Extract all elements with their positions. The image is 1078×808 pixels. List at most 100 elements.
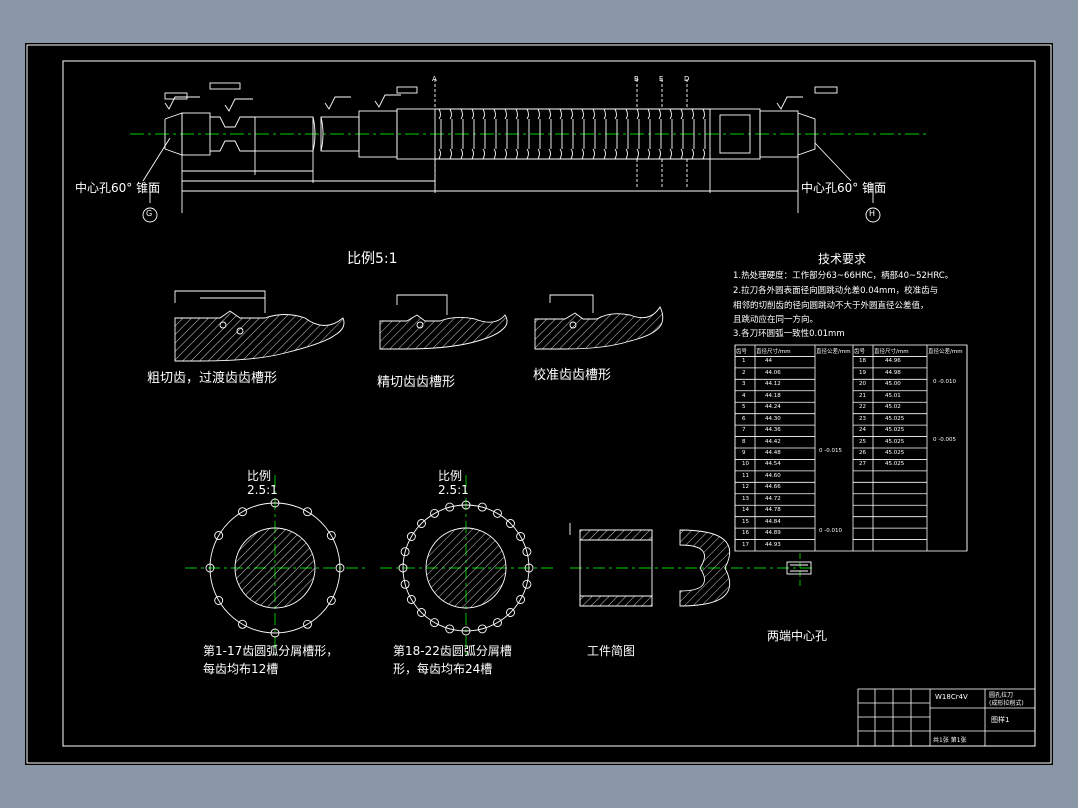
table-header: 直径公差/mm bbox=[816, 349, 851, 355]
chip-groove bbox=[406, 595, 416, 604]
cad-drawing bbox=[26, 44, 1052, 764]
table-cell: 45.025 bbox=[885, 438, 905, 445]
broach-teeth bbox=[438, 108, 706, 160]
center-hole-detail bbox=[786, 553, 812, 588]
table-cell: 11 bbox=[742, 472, 749, 479]
table-cell: 44.89 bbox=[765, 530, 781, 537]
chip-groove bbox=[303, 507, 312, 517]
view-h-label: H bbox=[869, 209, 876, 218]
table-cell: 44.54 bbox=[765, 461, 781, 468]
table-cell: 44.48 bbox=[765, 450, 781, 456]
title-material: W18Cr4V bbox=[935, 693, 968, 701]
table-cell: 45.025 bbox=[885, 427, 905, 434]
section2-caption-b: 形，每齿均布24槽 bbox=[393, 662, 493, 676]
tech-req-3: 3.各刀环圆弧一致性0.01mm bbox=[733, 329, 845, 339]
cross-section-2 bbox=[380, 475, 555, 655]
outer-frame bbox=[26, 44, 1052, 764]
chip-groove bbox=[477, 624, 487, 634]
tech-title: 技术要求 bbox=[818, 252, 867, 266]
table-cell: 22 bbox=[859, 404, 866, 411]
inner-frame bbox=[62, 60, 1036, 747]
chip-groove bbox=[205, 563, 215, 573]
table-cell: 17 bbox=[742, 541, 749, 548]
table-cell: 7 bbox=[742, 427, 746, 434]
chip-groove bbox=[522, 579, 532, 589]
table-tolerance: 0 -0.015 bbox=[819, 448, 842, 454]
chip-groove bbox=[270, 628, 280, 638]
section-d-label: D bbox=[684, 75, 690, 83]
tooth-rough-caption: 粗切齿，过渡齿齿槽形 bbox=[147, 371, 278, 386]
section-c-label: E bbox=[659, 75, 664, 83]
chip-groove bbox=[406, 532, 416, 541]
chip-groove bbox=[398, 563, 408, 573]
table-cell: 9 bbox=[742, 450, 746, 456]
table-tolerance: 0 -0.005 bbox=[933, 436, 956, 443]
chip-groove bbox=[417, 608, 426, 617]
chip-groove bbox=[430, 618, 439, 628]
center-hole-right-label: 中心孔60° 锥面 bbox=[801, 181, 887, 195]
chip-groove bbox=[493, 618, 502, 628]
table-cell: 19 bbox=[859, 369, 866, 376]
section1-caption-b: 每齿均布12槽 bbox=[203, 662, 279, 676]
chip-groove bbox=[326, 531, 336, 540]
center-holes-caption: 两端中心孔 bbox=[767, 629, 828, 643]
table-cell: 44 bbox=[765, 358, 772, 365]
table-cell: 44.60 bbox=[765, 472, 781, 479]
table-cell: 18 bbox=[859, 358, 866, 365]
table-cell: 44.96 bbox=[885, 358, 901, 365]
table-header: 直径公差/mm bbox=[928, 349, 963, 355]
table-cell: 45.025 bbox=[885, 450, 905, 456]
chip-groove bbox=[400, 579, 410, 589]
tech-req-2b: 相邻的切削齿的径向圆跳动不大于外圆直径公差值， bbox=[733, 301, 929, 311]
table-header: 齿号 bbox=[736, 349, 748, 355]
table-cell: 44.98 bbox=[885, 369, 901, 376]
table-cell: 23 bbox=[859, 415, 866, 422]
table-cell: 10 bbox=[742, 461, 749, 468]
section2-scale-b: 2.5:1 bbox=[438, 483, 469, 497]
table-cell: 21 bbox=[859, 392, 866, 399]
tech-req-2a: 2.拉刀各外圆表面径向圆跳动允差0.04mm，校准齿与 bbox=[733, 286, 939, 296]
table-cell: 45.025 bbox=[885, 461, 905, 468]
chip-groove bbox=[506, 608, 515, 617]
table-cell: 44.84 bbox=[765, 518, 781, 525]
chip-groove bbox=[417, 519, 426, 528]
broach-main-view bbox=[130, 79, 930, 223]
table-cell: 12 bbox=[742, 484, 749, 491]
section2-scale-a: 比例 bbox=[438, 469, 463, 483]
table-cell: 6 bbox=[742, 415, 746, 422]
chip-groove bbox=[238, 507, 247, 517]
title-sheet: 共1张 第1张 bbox=[933, 737, 967, 744]
tooth-profile-calib bbox=[534, 294, 664, 350]
table-cell: 1 bbox=[742, 358, 746, 365]
view-h-marker bbox=[865, 207, 881, 223]
chip-groove bbox=[524, 563, 534, 573]
center-hole-left-label: 中心孔60° 锥面 bbox=[75, 181, 161, 195]
tooth-calib-caption: 校准齿齿槽形 bbox=[533, 368, 612, 383]
table-cell: 44.24 bbox=[765, 404, 781, 411]
chip-groove bbox=[445, 624, 455, 634]
table-cell: 16 bbox=[742, 530, 749, 537]
scale-main-label: 比例5:1 bbox=[347, 251, 398, 267]
chip-groove bbox=[270, 498, 280, 508]
table-cell: 44.78 bbox=[765, 507, 781, 514]
cross-section-1 bbox=[185, 475, 365, 655]
tech-req-1: 1.热处理硬度：工作部分63~66HRC，柄部40~52HRC。 bbox=[733, 271, 954, 281]
table-cell: 25 bbox=[859, 438, 866, 445]
tooth-profile-fine bbox=[379, 294, 508, 350]
table-cell: 8 bbox=[742, 438, 746, 445]
chip-groove bbox=[303, 619, 312, 629]
view-g-marker bbox=[142, 207, 158, 223]
table-cell: 44.36 bbox=[765, 427, 781, 434]
table-cell: 44.06 bbox=[765, 369, 781, 376]
table-cell: 44.72 bbox=[765, 495, 781, 502]
chip-groove bbox=[461, 626, 471, 636]
workpiece-caption: 工件简图 bbox=[587, 644, 636, 658]
chip-groove bbox=[430, 508, 439, 518]
table-tolerance: 0 -0.010 bbox=[933, 379, 956, 386]
chip-groove bbox=[214, 531, 224, 540]
tooth-profile-rough bbox=[174, 290, 345, 362]
drawing-sheet: 中心孔60° 锥面 中心孔60° 锥面 G H A B E D 比例5:1 技术… bbox=[25, 43, 1053, 765]
tooth-fine-caption: 精切齿齿槽形 bbox=[377, 375, 456, 390]
table-cell: 27 bbox=[859, 461, 866, 468]
chip-groove bbox=[477, 502, 487, 512]
